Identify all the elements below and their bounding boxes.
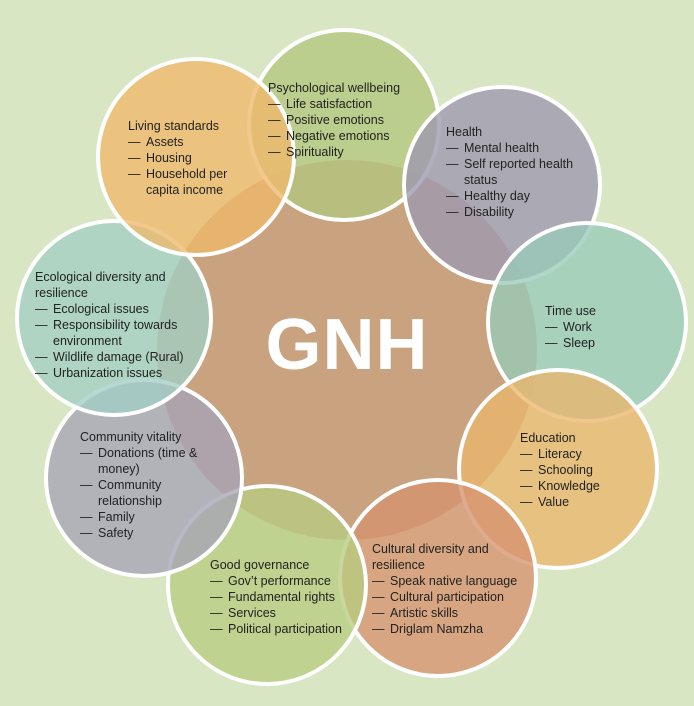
domain-title: Psychological wellbeing <box>268 81 401 95</box>
indicator-list: Donations (time & money)Community relati… <box>80 445 220 541</box>
domain-community: Community vitality Donations (time & mon… <box>80 429 220 541</box>
indicator-item: Work <box>545 319 655 335</box>
domain-governance: Good governance Gov’t performanceFundame… <box>210 557 355 637</box>
indicator-item: Donations (time & money) <box>80 445 220 477</box>
indicator-item: Household per capita income <box>128 166 263 198</box>
indicator-item: Housing <box>128 150 263 166</box>
indicator-item: Mental health <box>446 140 586 156</box>
domain-title: Cultural diversity and resilience <box>372 542 489 572</box>
indicator-item: Gov’t performance <box>210 573 355 589</box>
indicator-item: Positive emotions <box>268 112 438 128</box>
indicator-item: Spirituality <box>268 144 438 160</box>
indicator-item: Sleep <box>545 335 655 351</box>
indicator-item: Driglam Namzha <box>372 621 532 637</box>
indicator-item: Political participation <box>210 621 355 637</box>
indicator-list: Speak native languageCultural participat… <box>372 573 532 637</box>
domain-title: Ecological diversity and resilience <box>35 270 166 300</box>
indicator-item: Knowledge <box>520 478 640 494</box>
indicator-item: Negative emotions <box>268 128 438 144</box>
domain-title: Community vitality <box>80 430 182 444</box>
indicator-item: Assets <box>128 134 263 150</box>
indicator-list: Ecological issuesResponsibility towards … <box>35 301 200 381</box>
indicator-list: Life satisfactionPositive emotionsNegati… <box>268 96 438 160</box>
indicator-list: LiteracySchoolingKnowledgeValue <box>520 446 640 510</box>
indicator-item: Artistic skills <box>372 605 532 621</box>
domain-title: Living standards <box>128 119 220 133</box>
domain-title: Education <box>520 431 576 445</box>
domain-cultural: Cultural diversity and resilience Speak … <box>372 541 532 637</box>
domain-psychological: Psychological wellbeing Life satisfactio… <box>268 80 438 160</box>
indicator-item: Services <box>210 605 355 621</box>
indicator-item: Fundamental rights <box>210 589 355 605</box>
indicator-item: Responsibility towards environment <box>35 317 200 349</box>
indicator-item: Schooling <box>520 462 640 478</box>
indicator-item: Life satisfaction <box>268 96 438 112</box>
domain-ecological: Ecological diversity and resilience Ecol… <box>35 269 200 381</box>
indicator-item: Community relationship <box>80 477 220 509</box>
domain-title: Time use <box>545 304 596 318</box>
domain-title: Health <box>446 125 483 139</box>
indicator-item: Ecological issues <box>35 301 200 317</box>
indicator-item: Speak native language <box>372 573 532 589</box>
center-label: GNH <box>265 305 429 385</box>
domain-living: Living standards AssetsHousingHousehold … <box>128 118 263 198</box>
domain-title: Good governance <box>210 558 310 572</box>
domain-education: Education LiteracySchoolingKnowledgeValu… <box>520 430 640 510</box>
indicator-list: Gov’t performanceFundamental rightsServi… <box>210 573 355 637</box>
indicator-item: Healthy day <box>446 188 586 204</box>
indicator-item: Literacy <box>520 446 640 462</box>
indicator-item: Wildlife damage (Rural) <box>35 349 200 365</box>
indicator-list: Mental healthSelf reported health status… <box>446 140 586 220</box>
indicator-list: AssetsHousingHousehold per capita income <box>128 134 263 198</box>
indicator-item: Disability <box>446 204 586 220</box>
indicator-item: Safety <box>80 525 220 541</box>
domain-health: Health Mental healthSelf reported health… <box>446 124 586 220</box>
indicator-item: Value <box>520 494 640 510</box>
indicator-item: Cultural participation <box>372 589 532 605</box>
domain-time-use: Time use WorkSleep <box>545 303 655 351</box>
indicator-list: WorkSleep <box>545 319 655 351</box>
indicator-item: Self reported health status <box>446 156 586 188</box>
indicator-item: Family <box>80 509 220 525</box>
indicator-item: Urbanization issues <box>35 365 200 381</box>
